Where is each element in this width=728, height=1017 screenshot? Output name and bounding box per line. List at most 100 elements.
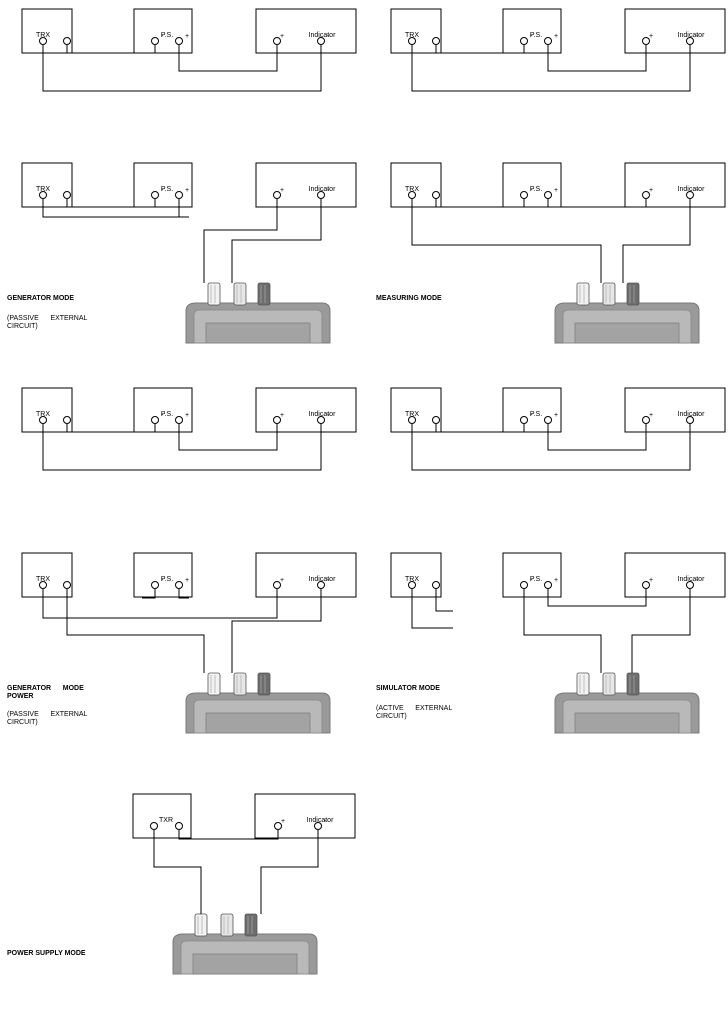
panel-1 — [21, 8, 357, 92]
device-box — [21, 162, 73, 208]
device-box — [624, 8, 726, 54]
connector-plug — [602, 672, 616, 696]
calibrator-device — [554, 282, 700, 344]
mode-title: SIMULATOR MODE — [376, 685, 440, 692]
wire — [547, 424, 647, 451]
terminal-plus-sign: + — [185, 412, 190, 419]
terminal-minus-sign: - — [530, 412, 533, 419]
terminal-circle — [39, 191, 47, 199]
wire — [66, 199, 156, 208]
connector-plug — [257, 672, 271, 696]
calibrator-display — [192, 953, 298, 975]
wire — [411, 589, 453, 629]
device-label: Indicator — [677, 411, 705, 418]
device-box — [390, 162, 442, 208]
connector-plug — [207, 672, 221, 696]
device-label: P.S. — [529, 32, 543, 39]
terminal-circle — [408, 416, 416, 424]
device-label: P.S. — [160, 411, 174, 418]
terminal-circle — [408, 581, 416, 589]
terminal-circle — [63, 581, 71, 589]
terminal-minus-sign: - — [696, 187, 699, 194]
terminal-circle — [63, 37, 71, 45]
terminal-plus-sign: + — [649, 33, 654, 40]
device-box — [133, 552, 193, 598]
mode-note: (PASSIVE EXTERNAL CIRCUIT) — [7, 711, 88, 726]
terminal-circle — [175, 191, 183, 199]
connector-plug — [626, 282, 640, 306]
terminal-plus-sign: + — [185, 33, 190, 40]
wire — [178, 45, 278, 72]
terminal-circle — [520, 416, 528, 424]
connector-plug — [233, 672, 247, 696]
terminal-minus-sign: - — [696, 412, 699, 419]
device-label: Indicator — [308, 576, 336, 583]
terminal-circle — [408, 37, 416, 45]
device-label: TRX — [36, 186, 50, 193]
terminal-circle — [544, 37, 552, 45]
terminal-plus-sign: + — [281, 818, 286, 825]
panel-9 — [132, 793, 356, 975]
device-label: P.S. — [529, 186, 543, 193]
wire — [411, 199, 602, 283]
terminal-circle — [273, 191, 281, 199]
wire — [523, 589, 602, 673]
wire — [435, 199, 525, 208]
terminal-plus-sign: + — [280, 187, 285, 194]
terminal-circle — [273, 37, 281, 45]
terminal-circle — [317, 416, 325, 424]
terminal-circle — [686, 416, 694, 424]
device-label: TRX — [405, 576, 419, 583]
device-label: Indicator — [677, 32, 705, 39]
panel-5 — [21, 387, 357, 471]
panel-7 — [21, 552, 357, 734]
terminal-plus-sign: + — [649, 187, 654, 194]
mode-title: POWER SUPPLY MODE — [7, 950, 86, 957]
terminal-circle — [432, 37, 440, 45]
wire — [178, 589, 189, 599]
terminal-minus-sign: - — [324, 818, 327, 825]
panel-4 — [390, 162, 726, 344]
wire — [411, 45, 691, 92]
terminal-circle — [317, 581, 325, 589]
terminal-minus-sign: - — [530, 577, 533, 584]
device-label: TRX — [36, 576, 50, 583]
wire — [153, 830, 202, 914]
terminal-circle — [686, 581, 694, 589]
device-label: Indicator — [308, 411, 336, 418]
wire — [231, 199, 322, 283]
device-label: TRX — [405, 186, 419, 193]
terminal-circle — [686, 37, 694, 45]
terminal-circle — [520, 191, 528, 199]
wire — [435, 45, 525, 54]
panel-2 — [390, 8, 726, 92]
device-box — [132, 793, 192, 839]
terminal-circle — [642, 416, 650, 424]
calibrator-device — [185, 282, 331, 344]
device-label: P.S. — [529, 576, 543, 583]
device-box — [133, 8, 193, 54]
terminal-circle — [39, 416, 47, 424]
device-label: Indicator — [308, 32, 336, 39]
device-label: Indicator — [677, 576, 705, 583]
calibrator-display — [205, 322, 311, 344]
terminal-plus-sign: + — [185, 577, 190, 584]
device-label: P.S. — [160, 576, 174, 583]
device-box — [21, 8, 73, 54]
wire — [66, 589, 205, 673]
connector-plug — [257, 282, 271, 306]
calibrator-device — [554, 672, 700, 734]
terminal-circle — [175, 37, 183, 45]
terminal-circle — [151, 581, 159, 589]
device-box — [624, 387, 726, 433]
calibrator-device — [172, 913, 318, 975]
mode-title: GENERATOR MODE — [7, 295, 75, 302]
device-box — [502, 8, 562, 54]
device-box — [133, 387, 193, 433]
device-box — [255, 8, 357, 54]
device-box — [255, 162, 357, 208]
device-label: TXR — [159, 817, 173, 824]
terminal-circle — [39, 581, 47, 589]
terminal-plus-sign: + — [280, 412, 285, 419]
